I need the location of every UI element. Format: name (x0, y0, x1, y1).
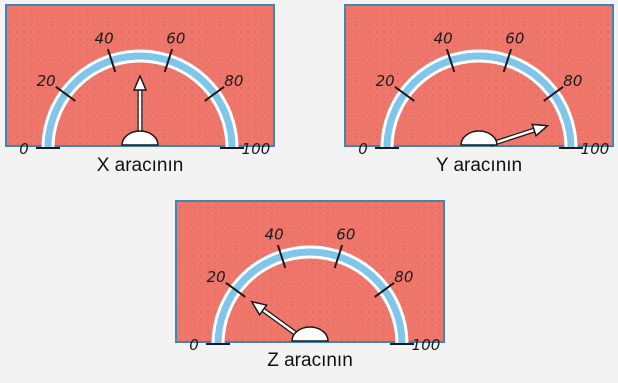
tick-mark (394, 86, 415, 102)
gauge-arc-inner (44, 52, 236, 149)
gauge-arc-inner (383, 52, 575, 149)
gauge-x-dial: 0 20 40 60 80 100 (7, 6, 273, 158)
tick-label: 40 (265, 226, 284, 244)
tick-label: 0 (19, 140, 29, 158)
tick-label: 60 (505, 30, 524, 48)
tick-mark (445, 48, 456, 73)
needle-hub (460, 130, 498, 146)
tick-label: 20 (376, 72, 395, 90)
tick-label: 80 (224, 72, 243, 90)
gauge-arc-inner (214, 248, 406, 345)
tick-mark (55, 86, 76, 102)
tick-label: 60 (336, 226, 355, 244)
tick-mark (204, 86, 225, 102)
gauge-y-caption: Y aracının (435, 155, 523, 176)
tick-mark (543, 86, 564, 102)
tick-mark (502, 48, 513, 73)
tick-label: 40 (95, 30, 114, 48)
gauge-z-needle (250, 300, 302, 339)
tick-label: 20 (207, 268, 226, 286)
tick-mark (333, 244, 344, 269)
needle-hub (121, 130, 159, 146)
tick-label: 100 (412, 336, 441, 354)
gauge-z-caption: Z aracının (267, 350, 353, 371)
gauge-y: 0 20 40 60 80 100 (344, 4, 614, 158)
tick-label: 100 (581, 140, 610, 158)
tick-label: 60 (166, 30, 185, 48)
tick-label: 100 (242, 140, 271, 158)
gauge-z-dial: 0 20 40 60 80 100 (177, 202, 443, 354)
tick-mark (106, 48, 117, 73)
gauge-x-needle (132, 74, 148, 136)
tick-label: 0 (189, 336, 199, 354)
tick-label: 40 (434, 30, 453, 48)
tick-label: 80 (563, 72, 582, 90)
gauge-y-dial: 0 20 40 60 80 100 (346, 6, 612, 158)
tick-label: 80 (394, 268, 413, 286)
needle-hub (291, 326, 329, 342)
tick-label: 20 (37, 72, 56, 90)
gauge-z: 0 20 40 60 80 100 (175, 200, 445, 354)
tick-label: 0 (358, 140, 368, 158)
tick-mark (225, 282, 246, 298)
gauge-x: 0 20 40 60 80 100 (5, 4, 275, 158)
tick-mark (276, 244, 287, 269)
tick-mark (374, 282, 395, 298)
gauge-y-needle (489, 123, 550, 147)
tick-mark (163, 48, 174, 73)
gauge-x-caption: X aracının (96, 155, 184, 176)
